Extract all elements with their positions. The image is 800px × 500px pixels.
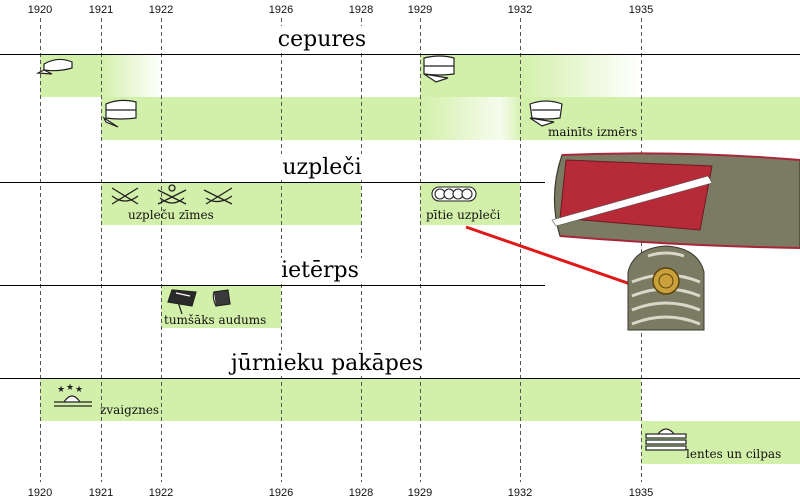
- cap-icon: [529, 100, 563, 127]
- year-label: 1928: [349, 4, 373, 16]
- band-cap-1920-fade: [100, 54, 162, 97]
- section-lines: [0, 54, 800, 379]
- year-label: 1922: [149, 4, 173, 16]
- year-label: 1926: [269, 487, 293, 499]
- bands: [40, 54, 800, 464]
- label-uzplecu-zimes: uzpleču zīmes: [128, 208, 214, 222]
- section-title-uzpleci: uzpleči: [282, 155, 361, 180]
- year-label: 1929: [408, 487, 432, 499]
- year-lines: [40, 18, 642, 482]
- year-label: 1920: [28, 487, 52, 499]
- band-zvaigznes: [40, 378, 641, 421]
- year-label: 1929: [408, 4, 432, 16]
- section-title-ieterps: ietērps: [281, 258, 359, 283]
- cap-icon: [423, 55, 455, 83]
- item-labels: mainīts izmērs uzpleču zīmes pītie uzple…: [100, 125, 781, 461]
- cloth-swatch-icon: [167, 289, 197, 315]
- years-bottom: 1920 1921 1922 1926 1928 1929 1932 1935: [28, 487, 653, 499]
- crossed-anchors-icon: [203, 187, 233, 205]
- label-lentes-un-cilpas: lentes un cilpas: [686, 447, 781, 461]
- shoulder-board-illustration: [551, 152, 800, 249]
- section-titles: cepures uzpleči ietērps jūrnieku pakāpes: [228, 26, 428, 376]
- braided-cord-icon: [431, 186, 477, 202]
- cap-icon: [102, 99, 137, 128]
- button-icon: [652, 267, 680, 295]
- cloth-swatch-icon: [212, 289, 231, 307]
- band-cap-1932-fade: [520, 54, 640, 97]
- stars-rank-icon: ★ ★ ★: [54, 383, 92, 407]
- label-zvaigznes: zvaigznes: [100, 403, 159, 417]
- ribbons-rank-icon: [645, 428, 687, 451]
- years-top: 1920 1921 1922 1926 1928 1929 1932 1935: [28, 4, 653, 16]
- year-label: 1932: [508, 487, 532, 499]
- label-mainits-izmers: mainīts izmērs: [548, 125, 637, 139]
- year-label: 1921: [89, 4, 113, 16]
- band-cap-1920: [40, 54, 102, 97]
- svg-text:★: ★: [75, 385, 83, 395]
- connector-line: [465, 225, 637, 288]
- cap-icon: [35, 58, 73, 75]
- section-title-cepures: cepures: [278, 27, 366, 52]
- crossed-anchors-icon: [111, 187, 139, 205]
- label-tumsaks-audums: tumšāks audums: [164, 313, 266, 327]
- svg-text:★: ★: [57, 385, 65, 395]
- year-label: 1921: [89, 487, 113, 499]
- year-label: 1922: [149, 487, 173, 499]
- braided-epaulette-illustration: [627, 245, 705, 331]
- svg-text:★: ★: [66, 383, 74, 393]
- crossed-anchors-icon: [157, 184, 187, 205]
- year-label: 1928: [349, 487, 373, 499]
- section-title-pakapes: jūrnieku pakāpes: [228, 351, 423, 376]
- band-cap-1921: [101, 97, 421, 140]
- year-label: 1935: [629, 487, 653, 499]
- year-label: 1935: [629, 4, 653, 16]
- label-pitie-uzpleci: pītie uzpleči: [426, 208, 500, 222]
- band-cap-1932-fadein: [500, 97, 522, 140]
- year-label: 1926: [269, 4, 293, 16]
- year-label: 1932: [508, 4, 532, 16]
- year-label: 1920: [28, 4, 52, 16]
- band-cap-1932: [520, 97, 800, 140]
